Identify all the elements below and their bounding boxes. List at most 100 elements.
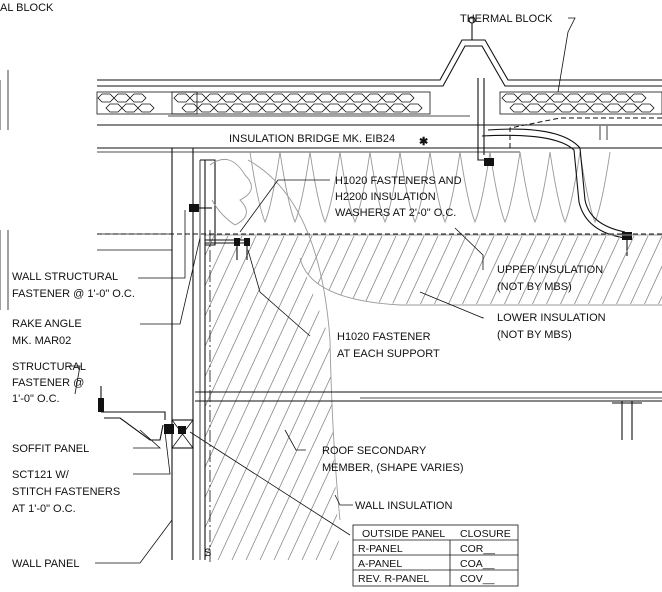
hatch-line bbox=[205, 236, 257, 560]
label-lower-insulation-2: (NOT BY MBS) bbox=[497, 329, 572, 341]
label-insulation-bridge: INSULATION BRIDGE MK. EIB24 bbox=[229, 133, 395, 145]
hex-cell bbox=[557, 103, 575, 113]
labels: AL BLOCK THERMAL BLOCK INSULATION BRIDGE… bbox=[0, 2, 606, 570]
hatch-line bbox=[205, 236, 313, 560]
wall-column bbox=[171, 148, 216, 560]
hex-cell bbox=[397, 93, 415, 103]
hex-cell bbox=[509, 103, 527, 113]
hex-cell bbox=[113, 93, 131, 103]
hex-cell bbox=[381, 93, 399, 103]
label-upper-insulation-2: (NOT BY MBS) bbox=[497, 281, 572, 293]
table-header-closure: CLOSURE bbox=[460, 528, 511, 540]
label-h1020-line3: WASHERS AT 2'-0" O.C. bbox=[335, 207, 456, 219]
hex-cell bbox=[525, 103, 543, 113]
hex-cell bbox=[285, 93, 303, 103]
label-roof-secondary-2: MEMBER, (SHAPE VARIES) bbox=[322, 462, 464, 474]
label-h1020-line2: H2200 INSULATION bbox=[335, 191, 436, 203]
hex-cell bbox=[181, 103, 199, 113]
table-cell: A-PANEL bbox=[358, 558, 402, 570]
fiberglass-insulation-loops bbox=[249, 151, 611, 224]
hatch-line bbox=[205, 236, 243, 560]
hex-cell bbox=[325, 103, 343, 113]
hex-cell bbox=[365, 93, 383, 103]
table-cell: COR__ bbox=[460, 543, 495, 555]
table-cell: R-PANEL bbox=[358, 543, 403, 555]
soffit-panel bbox=[98, 386, 166, 441]
insulation-loop bbox=[459, 151, 491, 224]
hex-cell bbox=[605, 103, 623, 113]
roof-panel bbox=[97, 16, 662, 87]
hex-cell bbox=[629, 93, 647, 103]
insulation-loop bbox=[399, 151, 431, 224]
hex-cell bbox=[105, 103, 123, 113]
hex-cell bbox=[565, 93, 583, 103]
insulation-loop bbox=[549, 151, 581, 224]
thermal-block-right bbox=[499, 91, 662, 115]
hex-cell bbox=[253, 93, 271, 103]
label-rake-angle-1: RAKE ANGLE bbox=[12, 318, 82, 330]
hex-cell bbox=[589, 103, 607, 113]
hex-cell bbox=[245, 103, 263, 113]
hex-cell bbox=[621, 103, 639, 113]
label-upper-insulation-1: UPPER INSULATION bbox=[497, 264, 603, 276]
hex-cell bbox=[229, 103, 247, 113]
label-h1020-line1: H1020 FASTENERS AND bbox=[335, 175, 462, 187]
thermal-block-pattern bbox=[97, 93, 655, 113]
sct121-closure bbox=[164, 419, 194, 449]
hatch-line bbox=[205, 236, 327, 560]
label-sct121-3: AT 1'-0" O.C. bbox=[12, 503, 76, 515]
hex-cell bbox=[301, 93, 319, 103]
table-cell: REV. R-PANEL bbox=[358, 573, 429, 585]
insulation-loop bbox=[579, 151, 611, 224]
hatch-line bbox=[205, 236, 355, 560]
label-structural-1: STRUCTURAL bbox=[12, 361, 86, 373]
table-cell: COV__ bbox=[460, 573, 495, 585]
label-wall-structural-1: WALL STRUCTURAL bbox=[12, 271, 118, 283]
insulation-loop bbox=[249, 151, 281, 224]
label-roof-secondary-1: ROOF SECONDARY bbox=[322, 445, 427, 457]
hex-cell bbox=[189, 93, 207, 103]
hex-cell bbox=[581, 93, 599, 103]
hex-cell bbox=[269, 93, 287, 103]
hatch-line bbox=[205, 236, 341, 560]
label-rake-angle-2: MK. MAR02 bbox=[12, 335, 71, 347]
hex-cell bbox=[173, 93, 191, 103]
label-structural-2: FASTENER @ bbox=[12, 377, 84, 389]
label-h1020-fastener-1: H1020 FASTENER bbox=[337, 331, 431, 343]
hex-cell bbox=[533, 93, 551, 103]
hex-cell bbox=[597, 93, 615, 103]
hex-cell bbox=[349, 93, 367, 103]
hex-cell bbox=[97, 93, 115, 103]
hex-cell bbox=[317, 93, 335, 103]
hex-cell bbox=[637, 103, 655, 113]
table-header-panel: OUTSIDE PANEL bbox=[362, 528, 445, 540]
label-wall-panel: WALL PANEL bbox=[12, 558, 79, 570]
hex-cell bbox=[405, 103, 423, 113]
hex-cell bbox=[389, 103, 407, 113]
insulation-loop bbox=[279, 151, 311, 224]
thermal-block-left bbox=[96, 91, 198, 115]
hex-cell bbox=[573, 103, 591, 113]
hex-cell bbox=[517, 93, 535, 103]
label-lower-insulation-1: LOWER INSULATION bbox=[497, 312, 606, 324]
left-wall-lines bbox=[0, 70, 172, 310]
bridge-strap bbox=[487, 128, 626, 233]
label-wall-structural-2: FASTENER @ 1'-0" O.C. bbox=[12, 288, 135, 300]
insulation-loop bbox=[339, 151, 371, 224]
label-top-left: AL BLOCK bbox=[0, 2, 54, 14]
insulation-loop bbox=[429, 151, 461, 224]
insulation-loop bbox=[519, 151, 551, 224]
insulation-bridge-band bbox=[97, 124, 662, 153]
label-centerline: S bbox=[204, 547, 211, 559]
hex-cell bbox=[213, 103, 231, 113]
label-thermal-block: THERMAL BLOCK bbox=[460, 13, 553, 25]
thermal-block-middle bbox=[171, 91, 431, 115]
hex-cell bbox=[341, 103, 359, 113]
hatch-line bbox=[231, 236, 383, 560]
hex-cell bbox=[541, 103, 559, 113]
roof-clip bbox=[477, 78, 494, 166]
label-wall-insulation: WALL INSULATION bbox=[355, 500, 452, 512]
roof-secondary-member bbox=[195, 391, 662, 440]
hex-cell bbox=[221, 93, 239, 103]
